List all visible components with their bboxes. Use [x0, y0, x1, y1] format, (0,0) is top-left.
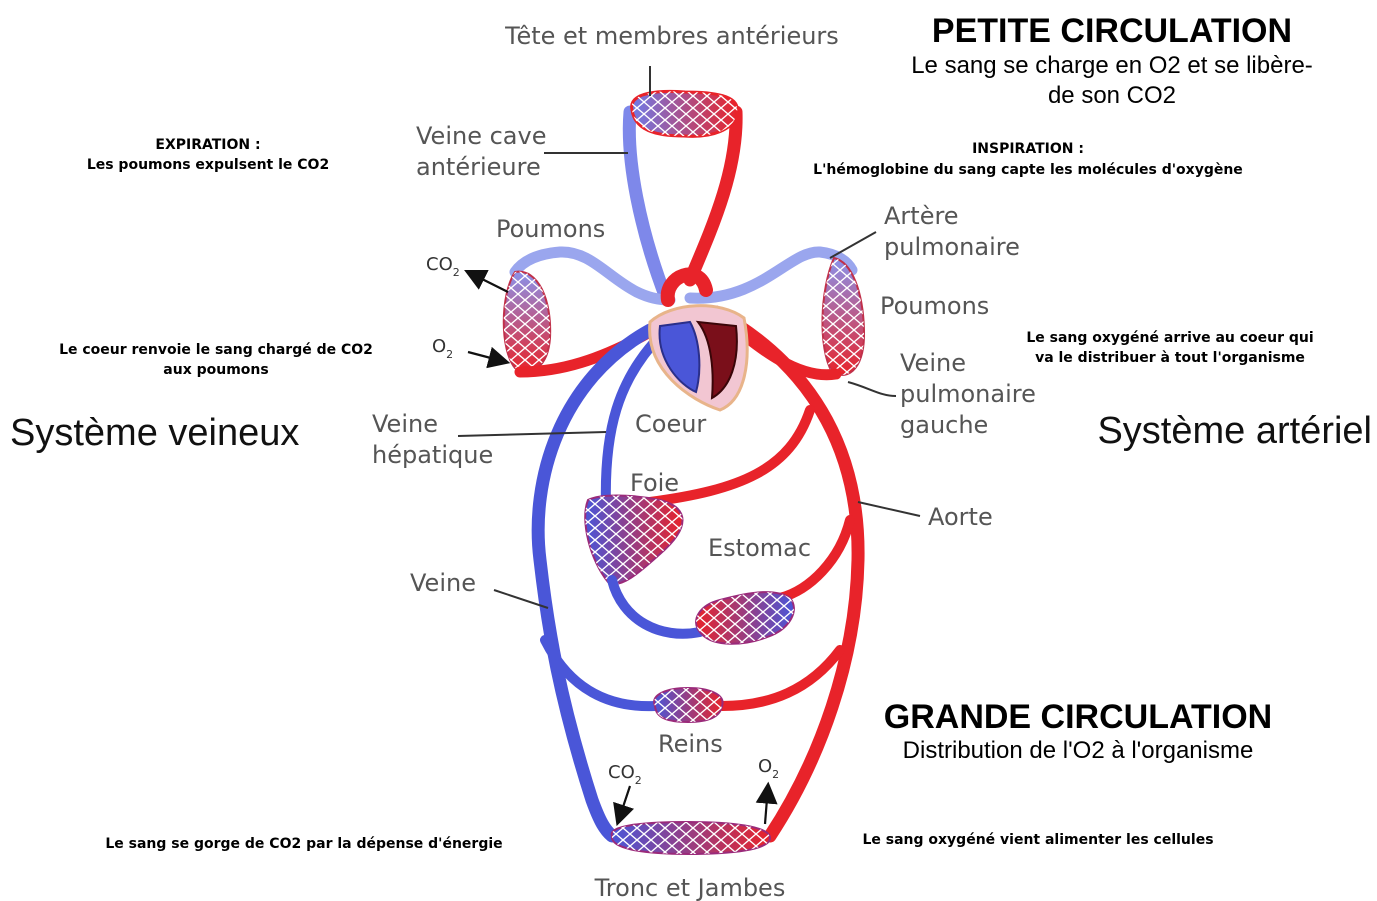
co2-top-label: CO2: [426, 254, 460, 279]
label-estomac: Estomac: [708, 534, 811, 562]
label-veine: Veine: [410, 569, 476, 597]
label-artere-2: pulmonaire: [884, 233, 1020, 261]
label-artere-1: Artère: [884, 202, 959, 230]
grande-circulation-subtitle: Distribution de l'O2 à l'organisme: [903, 737, 1254, 764]
petite-circulation-title: PETITE CIRCULATION: [932, 12, 1292, 50]
label-veine-hep-2: hépatique: [372, 441, 493, 469]
label-veine-cave-2: antérieure: [416, 153, 541, 181]
label-tete: Tête et membres antérieurs: [504, 22, 839, 50]
label-veine-hep-1: Veine: [372, 410, 438, 438]
label-veine-cave-1: Veine cave: [416, 122, 546, 150]
label-veine-pulm-2: pulmonaire: [900, 380, 1036, 408]
note-expiration-2: Les poumons expulsent le CO2: [87, 157, 329, 173]
co2-bottom-label: CO2: [608, 762, 642, 787]
co2-in-arrow: [618, 786, 630, 822]
main-vein-vessel: [538, 330, 650, 836]
grande-circulation-title: GRANDE CIRCULATION: [884, 698, 1272, 736]
systeme-veineux-label: Système veineux: [10, 412, 299, 454]
o2-in-arrow: [468, 352, 506, 362]
o2-bottom-label: O2: [758, 756, 779, 781]
stomach-vein-vessel: [612, 580, 700, 634]
label-aorte: Aorte: [928, 503, 993, 531]
note-expiration-1: EXPIRATION :: [155, 137, 260, 153]
note-inspiration-1: INSPIRATION :: [972, 141, 1084, 157]
heart: [650, 306, 748, 410]
label-poumons-right: Poumons: [880, 292, 989, 320]
label-foie: Foie: [630, 469, 679, 497]
note-sang-alimente: Le sang oxygéné vient alimenter les cell…: [862, 832, 1213, 848]
note-sang-gorge: Le sang se gorge de CO2 par la dépense d…: [105, 836, 502, 852]
note-coeur-renvoie-2: aux poumons: [163, 362, 268, 378]
o2-top-label: O2: [432, 336, 453, 361]
label-poumons-left: Poumons: [496, 215, 605, 243]
kidney-artery-vessel: [722, 650, 840, 706]
note-coeur-renvoie-1: Le coeur renvoie le sang chargé de CO2: [59, 342, 373, 358]
label-veine-pulm-1: Veine: [900, 349, 966, 377]
note-sang-oxygene-arrive-2: va le distribuer à tout l'organisme: [1035, 350, 1305, 366]
systeme-arteriel-label: Système artériel: [1097, 410, 1372, 452]
petite-circulation-subtitle-1: Le sang se charge en O2 et se libère-: [911, 52, 1313, 79]
label-veine-pulm-3: gauche: [900, 411, 988, 439]
label-tronc: Tronc et Jambes: [594, 874, 786, 901]
note-sang-oxygene-arrive-1: Le sang oxygéné arrive au coeur qui: [1026, 330, 1313, 346]
vena-cava-anterior-vessel: [629, 112, 666, 298]
label-coeur: Coeur: [635, 410, 706, 438]
o2-out-arrow: [765, 786, 768, 824]
note-inspiration-2: L'hémoglobine du sang capte les molécule…: [813, 162, 1243, 178]
label-reins: Reins: [658, 730, 723, 758]
co2-out-arrow: [468, 272, 508, 292]
petite-circulation-subtitle-2: de son CO2: [1048, 82, 1176, 109]
